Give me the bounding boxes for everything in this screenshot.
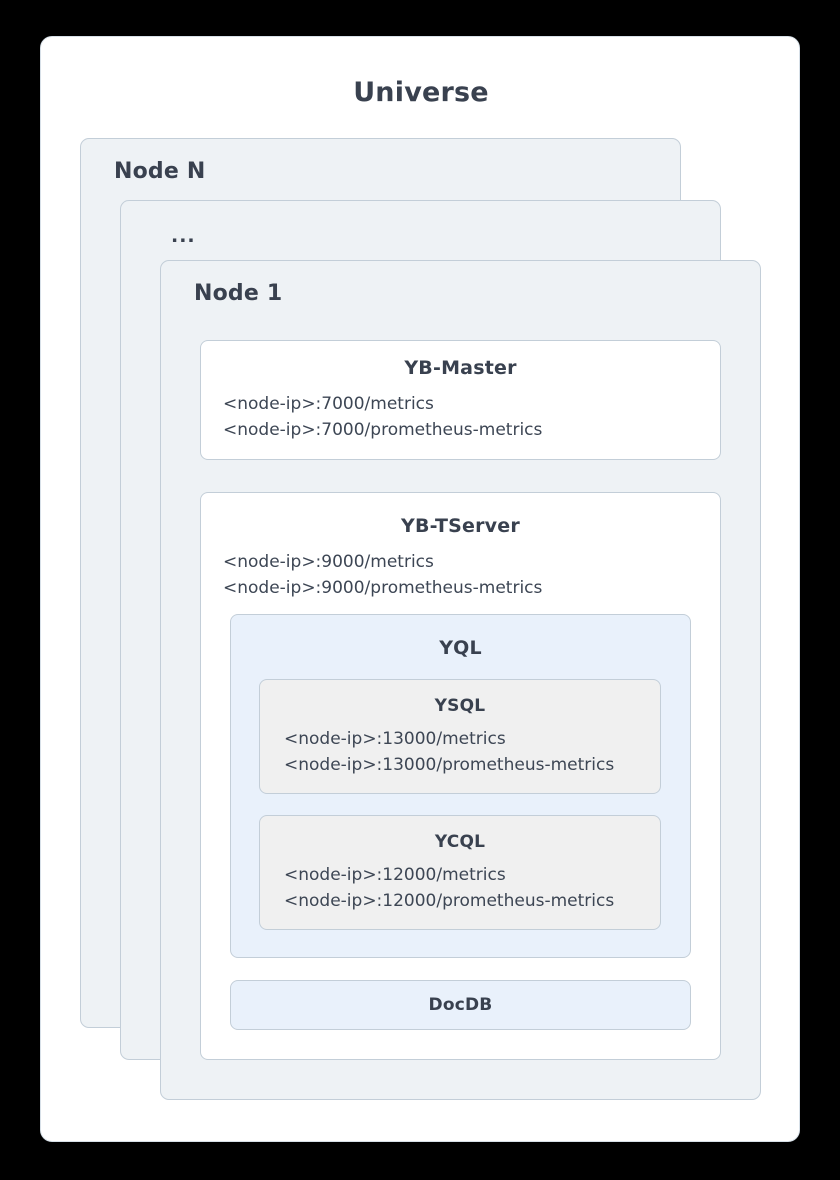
yb-tserver-endpoint-prometheus-metrics: <node-ip>:9000/prometheus-metrics	[223, 578, 543, 598]
ysql-endpoint-prometheus-metrics: <node-ip>:13000/prometheus-metrics	[284, 755, 615, 775]
yb-master-title: YB-Master	[404, 357, 517, 379]
ysql-title: YSQL	[434, 696, 486, 716]
yb-tserver-title: YB-TServer	[401, 515, 520, 537]
ysql-endpoint-metrics: <node-ip>:13000/metrics	[284, 729, 506, 749]
docdb-title: DocDB	[428, 995, 493, 1015]
node-card-label-node-1: Node 1	[194, 281, 283, 306]
ysql-box: YSQL <node-ip>:13000/metrics <node-ip>:1…	[259, 679, 661, 794]
yql-title: YQL	[439, 637, 482, 659]
ycql-title: YCQL	[434, 832, 486, 852]
yb-tserver-endpoint-list: <node-ip>:9000/metrics <node-ip>:9000/pr…	[201, 549, 720, 601]
ysql-endpoint-list: <node-ip>:13000/metrics <node-ip>:13000/…	[260, 726, 660, 778]
yb-tserver-endpoint-metrics: <node-ip>:9000/metrics	[223, 552, 434, 572]
yb-master-endpoint-list: <node-ip>:7000/metrics <node-ip>:7000/pr…	[201, 391, 720, 443]
node-card-label-node-n: Node N	[114, 159, 206, 184]
universe-title: Universe	[353, 77, 489, 108]
ycql-box: YCQL <node-ip>:12000/metrics <node-ip>:1…	[259, 815, 661, 930]
docdb-box: DocDB	[230, 980, 691, 1030]
yb-master-endpoint-prometheus-metrics: <node-ip>:7000/prometheus-metrics	[223, 420, 543, 440]
yb-master-endpoint-metrics: <node-ip>:7000/metrics	[223, 394, 434, 414]
ycql-endpoint-prometheus-metrics: <node-ip>:12000/prometheus-metrics	[284, 891, 615, 911]
ycql-endpoint-metrics: <node-ip>:12000/metrics	[284, 865, 506, 885]
yb-master-box: YB-Master <node-ip>:7000/metrics <node-i…	[200, 340, 721, 460]
node-card-label-ellipsis: ...	[171, 225, 196, 247]
ycql-endpoint-list: <node-ip>:12000/metrics <node-ip>:12000/…	[260, 862, 660, 914]
